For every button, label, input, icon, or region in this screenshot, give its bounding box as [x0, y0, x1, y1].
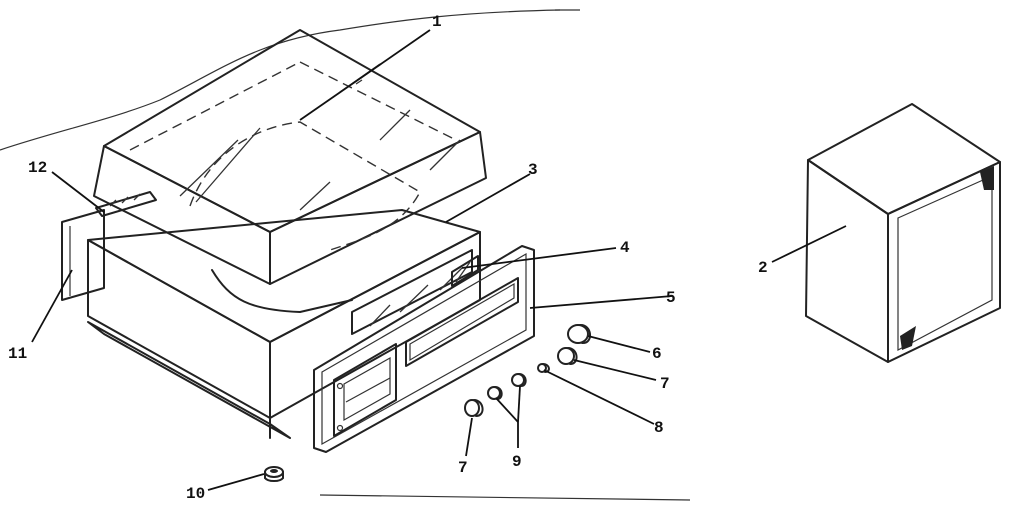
callout-12: 12	[28, 159, 47, 177]
part-9-knobs	[487, 373, 527, 400]
part-5-front-panel	[313, 245, 535, 453]
callout-labels: 1 2 3 4 5 6 7 8 9 7 10 11 12	[8, 13, 768, 503]
callout-8: 8	[654, 419, 664, 437]
part-3-cabinet-body	[87, 209, 481, 439]
part-10-foot	[264, 466, 284, 482]
callout-3: 3	[528, 161, 538, 179]
part-1-glass-cover	[93, 29, 487, 285]
callout-11: 11	[8, 345, 27, 363]
callout-2: 2	[758, 259, 768, 277]
part-4-window-glass	[451, 255, 479, 287]
part-7-knob-upper	[557, 347, 578, 365]
callout-7-upper: 7	[660, 375, 670, 393]
part-7-knob-lower	[464, 399, 484, 417]
callout-4: 4	[620, 239, 630, 257]
callout-5: 5	[666, 289, 676, 307]
callout-9: 9	[512, 453, 522, 471]
callout-1: 1	[432, 13, 442, 31]
leader-lines	[31, 29, 847, 491]
part-11-back-panel	[61, 209, 105, 301]
scan-edge-marks	[0, 9, 691, 501]
part-2-cabinet-box	[805, 103, 1001, 363]
callout-7-lower: 7	[458, 459, 468, 477]
part-6-knob	[567, 324, 591, 344]
callout-10: 10	[186, 485, 205, 503]
callout-6: 6	[652, 345, 662, 363]
